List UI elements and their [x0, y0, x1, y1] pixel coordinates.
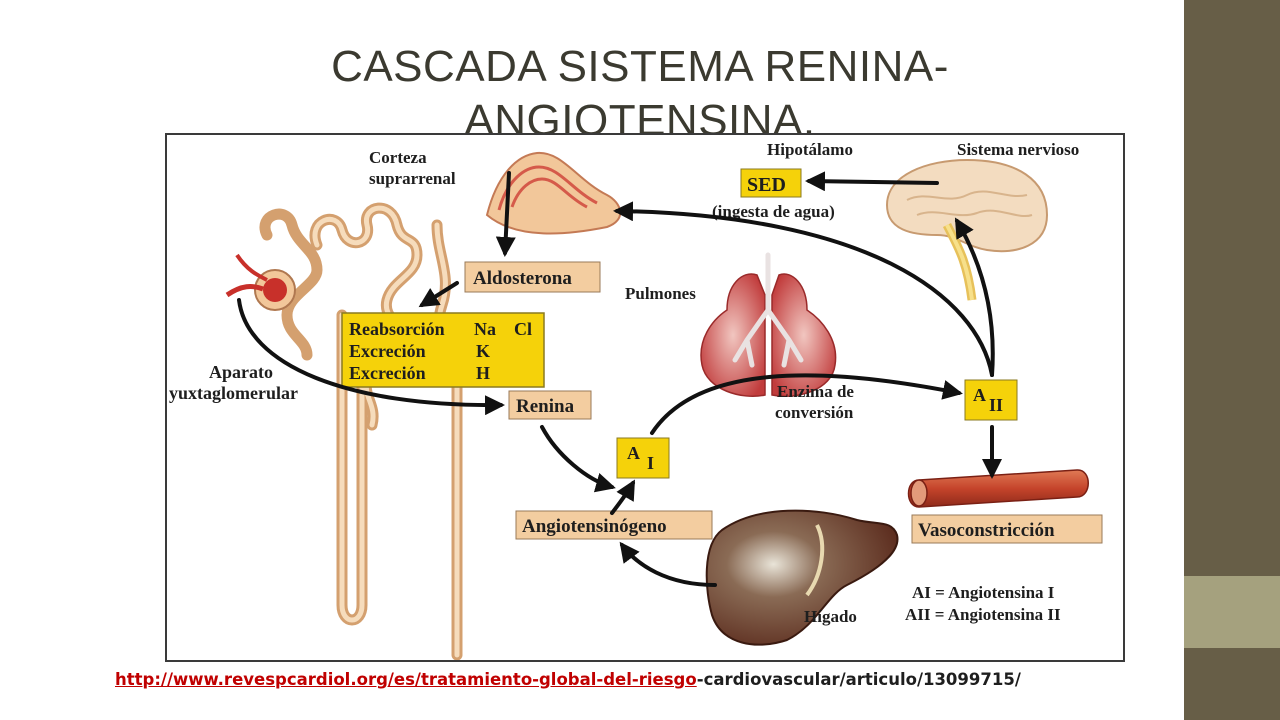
excrecion-label-1: Excreción: [349, 341, 426, 361]
blood-vessel-illustration: [907, 469, 1089, 508]
legend-ai: AI = Angiotensina I: [912, 583, 1055, 602]
a2-subscript: II: [989, 395, 1003, 415]
lungs-illustration: [700, 252, 837, 397]
corteza-label-2: suprarrenal: [369, 169, 456, 188]
aldosterona-box: [464, 261, 601, 293]
a2-box: [964, 379, 1018, 421]
flow-arrows: [237, 171, 1002, 587]
aparato-label-1: Aparato: [209, 362, 273, 382]
angiotensinogeno-label: Angiotensinógeno: [522, 516, 667, 537]
source-rest: -cardiovascular/articulo/13099715/: [696, 670, 1021, 689]
sed-box: [740, 168, 802, 198]
vasoconstriccion-label: Vasoconstricción: [918, 520, 1055, 541]
renina-label: Renina: [516, 396, 575, 417]
renin-angiotensin-diagram: Reabsorción Excreción Excreción Na Cl K …: [165, 133, 1125, 662]
a1-letter: A: [627, 443, 640, 463]
a2-letter: A: [973, 385, 986, 405]
sidebar-accent: [1184, 576, 1280, 648]
renina-box: [508, 390, 592, 420]
ingesta-label: (ingesta de agua): [712, 202, 835, 221]
enzima-label-2: conversión: [775, 403, 854, 422]
ion-k: K: [476, 341, 490, 361]
ion-h: H: [476, 363, 490, 383]
hipotalamo-label: Hipotálamo: [767, 140, 853, 159]
a1-subscript: I: [647, 453, 654, 473]
excrecion-label-2: Excreción: [349, 363, 426, 383]
corteza-label-1: Corteza: [369, 148, 427, 167]
legend-aii: AII = Angiotensina II: [905, 605, 1061, 624]
glomerulus: [225, 253, 296, 311]
vasoconstriccion-box: [911, 514, 1103, 544]
sed-label: SED: [747, 174, 786, 196]
source-link[interactable]: http://www.revespcardiol.org/es/tratamie…: [115, 670, 697, 689]
liver-illustration: [705, 509, 899, 646]
slide-title: CASCADA SISTEMA RENINA- ANGIOTENSINA.: [250, 40, 1030, 148]
aldosterona-label: Aldosterona: [473, 268, 572, 289]
enzima-label-1: Enzima de: [777, 382, 854, 401]
source-citation: http://www.revespcardiol.org/es/tratamie…: [115, 670, 1175, 689]
excretion-box: Reabsorción Excreción Excreción Na Cl K …: [341, 312, 545, 388]
a1-box: [616, 437, 670, 479]
higado-label: Hígado: [804, 607, 857, 626]
title-line-1: CASCADA SISTEMA RENINA-: [331, 42, 949, 91]
sistema-nervioso-label: Sistema nervioso: [957, 140, 1079, 159]
ion-cl: Cl: [514, 319, 532, 339]
ion-na: Na: [474, 319, 496, 339]
reabsorcion-label: Reabsorción: [349, 319, 445, 339]
aparato-label-2: yuxtaglomerular: [169, 383, 298, 403]
pulmones-label: Pulmones: [625, 284, 696, 303]
angiotensinogeno-box: [515, 510, 713, 540]
